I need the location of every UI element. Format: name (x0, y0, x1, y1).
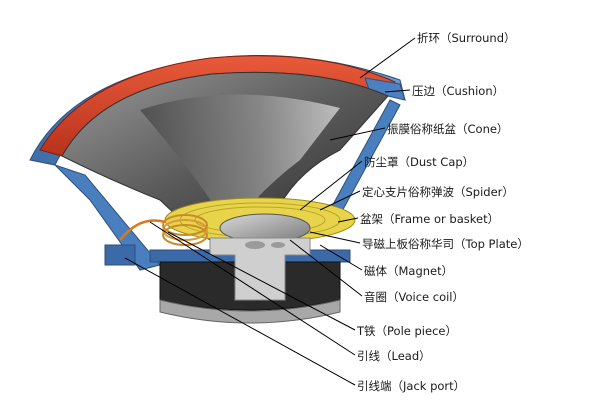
frame-strut-left (54, 164, 161, 271)
label-pole-piece: T铁（Pole piece） (357, 324, 457, 338)
cushion-shape (364, 77, 406, 101)
label-lead: 引线（Lead） (357, 349, 431, 363)
jack-port-shape (104, 244, 136, 266)
lead-wire (119, 219, 166, 241)
label-spider: 定心支片俗称弹波（Spider） (362, 185, 514, 199)
label-surround: 折环（Surround） (417, 31, 516, 45)
label-cushion: 压边（Cushion） (412, 84, 505, 98)
label-cone: 振膜俗称纸盆（Cone） (387, 122, 509, 136)
label-magnet: 磁体（Magnet） (364, 264, 454, 278)
label-top-plate: 导磁上板俗称华司（Top Plate） (362, 237, 529, 251)
bottom-plate-shape (159, 299, 341, 324)
label-frame: 盆架（Frame or basket） (360, 212, 500, 226)
pole-piece-shape (209, 237, 311, 301)
cone-inner-shape (140, 94, 340, 230)
label-voice-coil: 音圈（Voice coil） (364, 290, 465, 304)
leader-lines (124, 37, 416, 386)
label-jack-port: 引线端（Jack port） (357, 379, 466, 393)
label-dust-cap: 防尘罩（Dust Cap） (364, 155, 475, 169)
